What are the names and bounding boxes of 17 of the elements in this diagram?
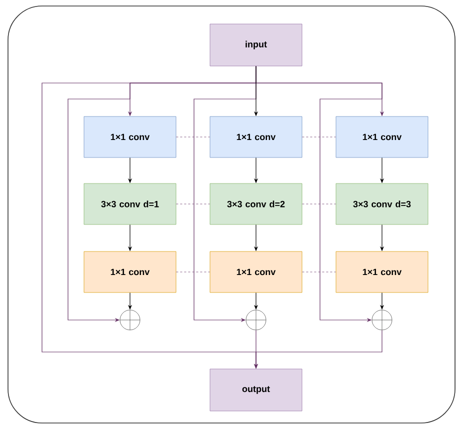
process-box: 1×1 conv [84,116,176,158]
process-box: 1×1 conv [210,251,302,293]
sum-circle [120,310,140,330]
dashed-line [176,136,210,138]
sum-circle [372,310,392,330]
frame-box [8,6,456,424]
process-box: 3×3 conv d=1 [84,183,176,225]
process-box: 1×1 conv [84,251,176,293]
process-box: input [210,24,302,66]
process-box: 1×1 conv [210,116,302,158]
process-box: output [210,368,302,412]
process-box: 3×3 conv d=2 [210,183,302,225]
process-box: 3×3 conv d=3 [336,183,428,225]
dashed-line [302,136,336,138]
sum-circle [246,310,266,330]
process-box: 1×1 conv [336,116,428,158]
process-box: 1×1 conv [336,251,428,293]
